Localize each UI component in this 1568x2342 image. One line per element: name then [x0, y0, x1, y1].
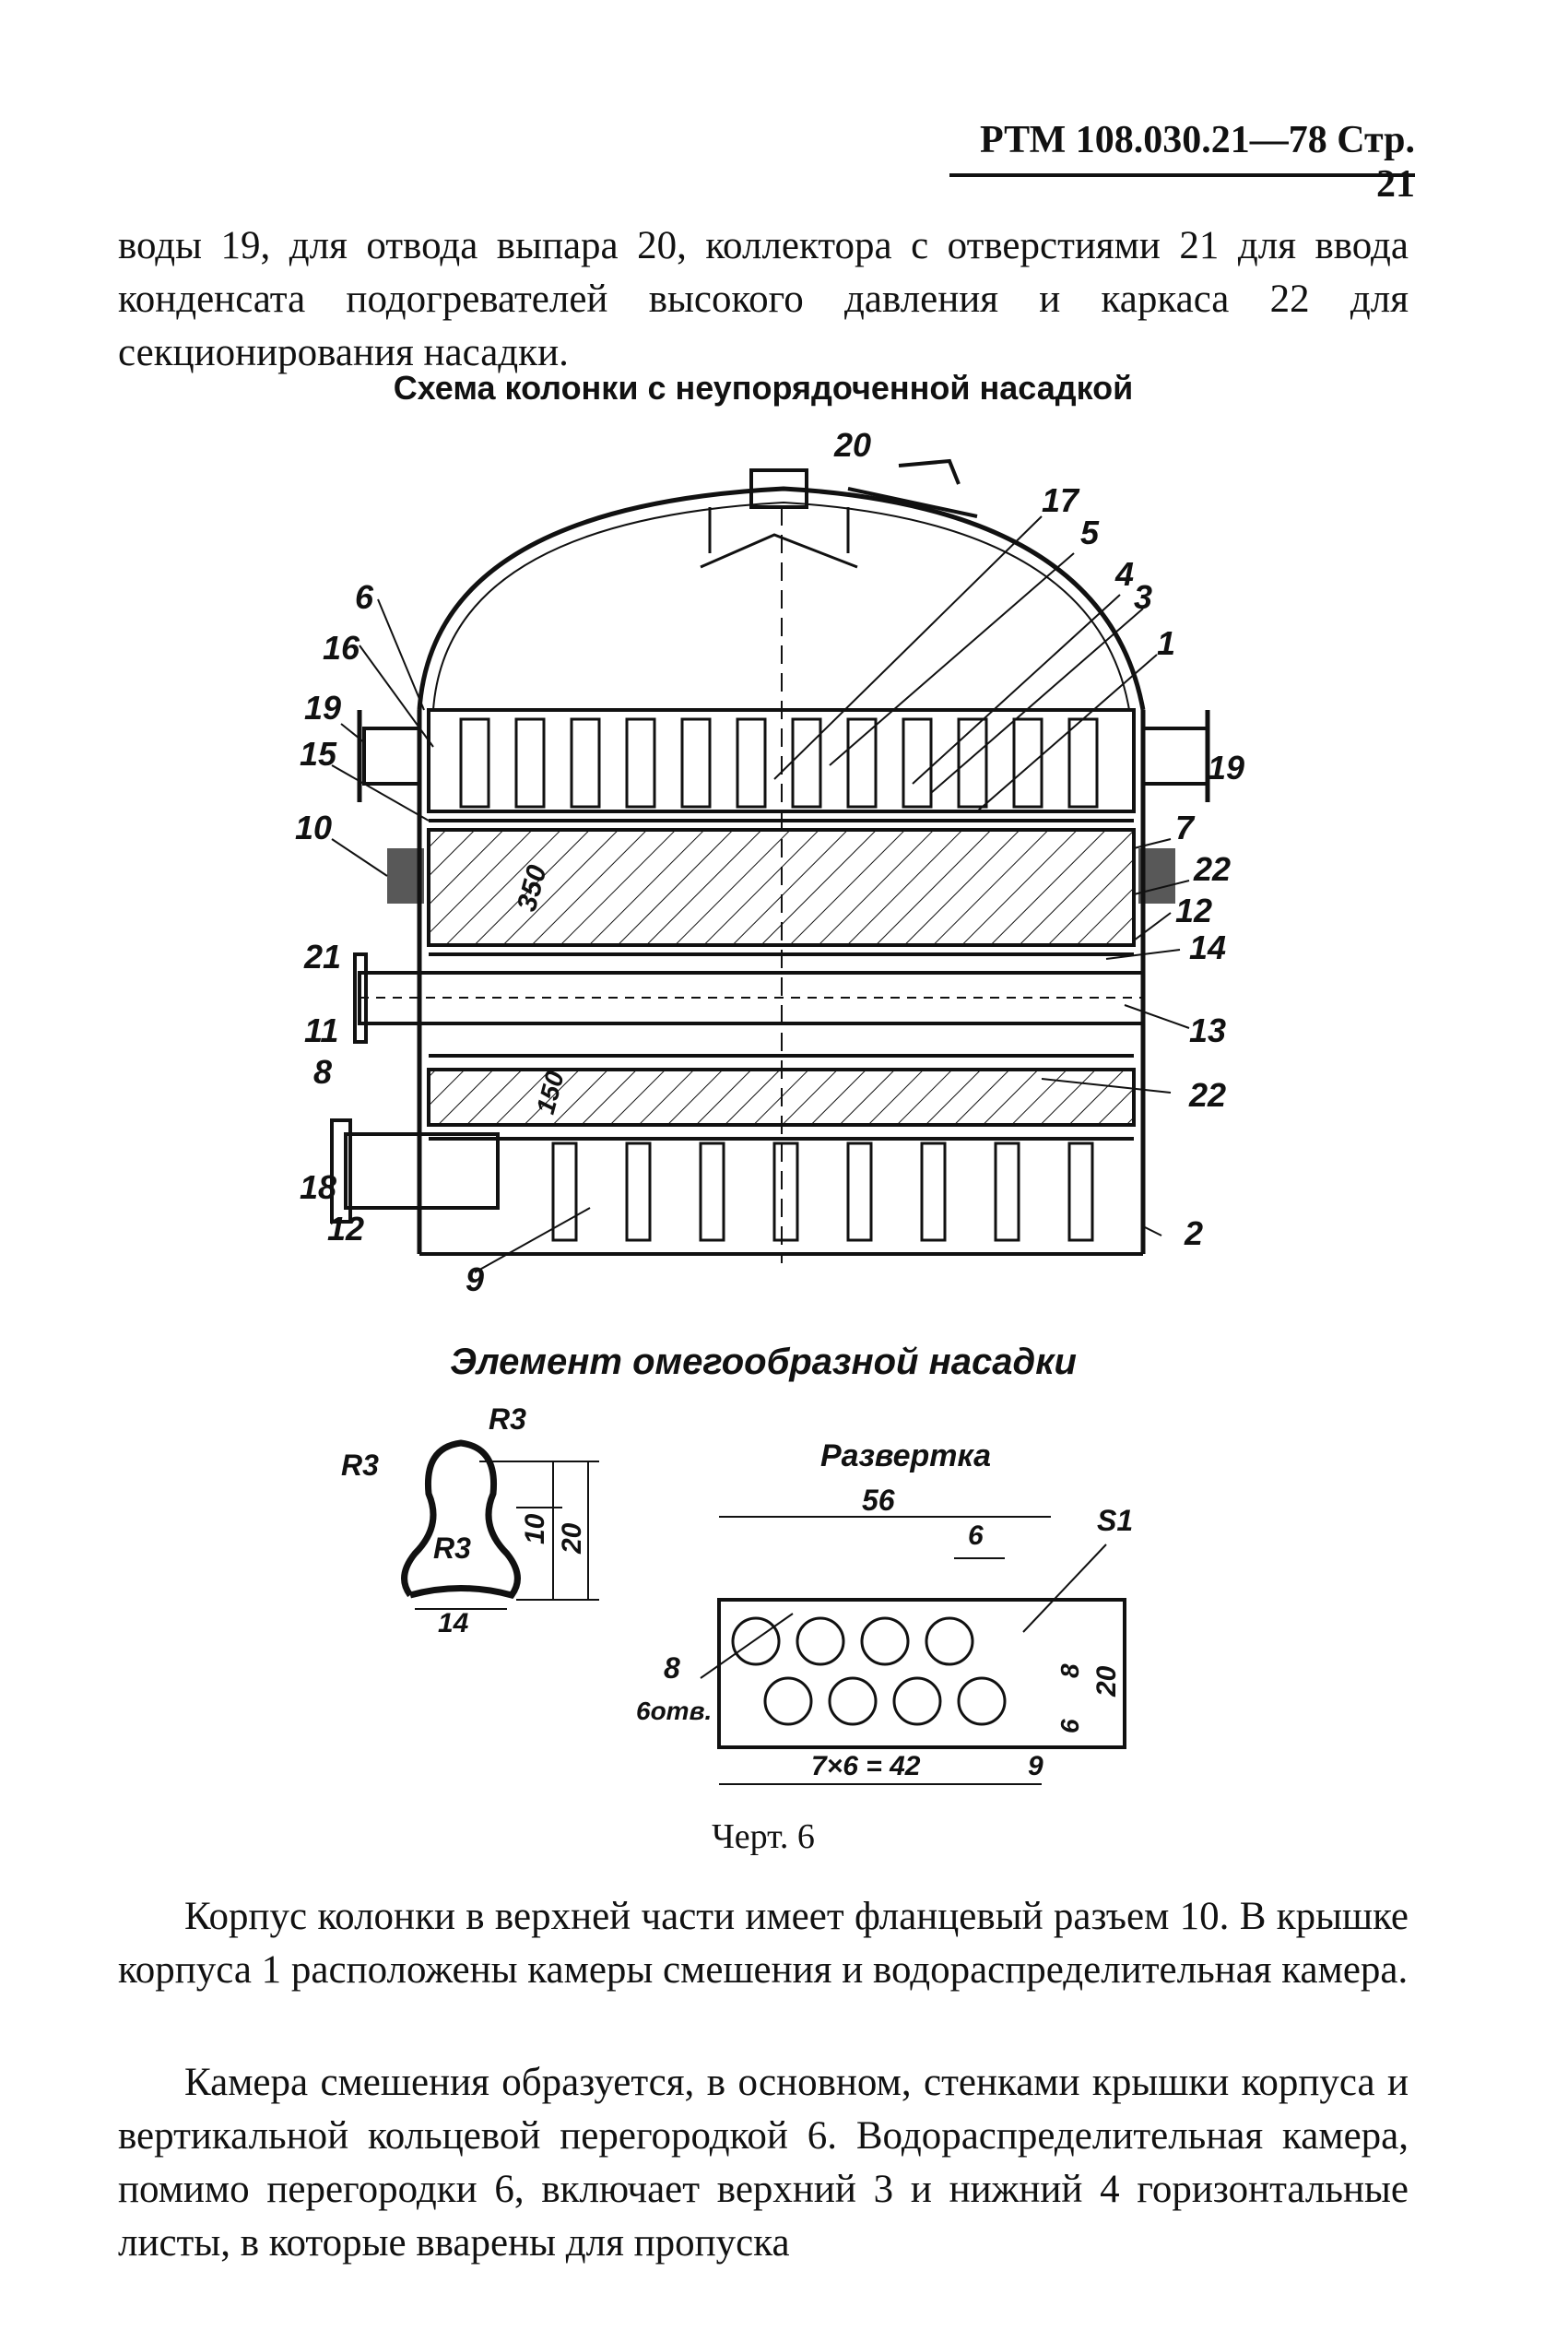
figure1-title: Схема колонки с неупорядоченной насадкой [393, 369, 1134, 407]
dim-8-right: 8 [1055, 1663, 1084, 1678]
callout-14: 14 [1189, 929, 1226, 966]
label-6-holes: 6отв. [636, 1697, 712, 1725]
bottom-chamber-partitions [551, 1141, 1094, 1242]
callout-16: 16 [323, 629, 360, 667]
figure-caption: Черт. 6 [712, 1817, 815, 1856]
callout-1: 1 [1157, 624, 1175, 662]
dim-9: 9 [1028, 1751, 1043, 1781]
callout-19-left: 19 [304, 689, 341, 727]
callout-7: 7 [1175, 809, 1196, 846]
develop-title: Развертка [820, 1438, 991, 1473]
callout-15: 15 [300, 735, 337, 773]
callout-6: 6 [355, 578, 374, 616]
callout-12-right: 12 [1175, 892, 1212, 929]
column-scheme-diagram: 20 17 5 4 3 1 6 16 19 15 10 19 7 22 12 1… [295, 426, 1244, 1298]
callout-11: 11 [304, 1011, 338, 1049]
page-header: РТМ 108.030.21—78 Стр. 21 [949, 118, 1415, 206]
figure2-title: Элемент омегообразной насадки [450, 1342, 1077, 1382]
label-S1: S1 [1097, 1504, 1133, 1537]
dim-10: 10 [520, 1513, 550, 1544]
callout-12-bottom: 12 [327, 1210, 364, 1248]
callout-2: 2 [1184, 1214, 1203, 1252]
callout-10: 10 [295, 809, 332, 846]
omega-element-diagram: R3 R3 R3 10 20 14 Развертка 56 6 S1 8 6о… [341, 1402, 1133, 1785]
intro-paragraph: воды 19, для отвода выпара 20, коллектор… [118, 219, 1409, 380]
body-text-2: Камера смешения образуется, в основном, … [118, 2061, 1409, 2265]
label-R3-top: R3 [489, 1402, 526, 1436]
body-paragraph-1: Корпус колонки в верхней части имеет фла… [118, 1890, 1409, 1997]
callout-21: 21 [303, 938, 341, 976]
callout-20: 20 [833, 426, 871, 464]
distribution-tubes [459, 717, 1099, 809]
dim-20: 20 [557, 1522, 587, 1555]
label-R3-left: R3 [341, 1449, 379, 1482]
dim-14: 14 [438, 1608, 469, 1638]
callout-13: 13 [1189, 1011, 1226, 1049]
intro-text: воды 19, для отвода выпара 20, коллектор… [118, 224, 1409, 374]
callout-3: 3 [1134, 578, 1152, 616]
callout-8: 8 [313, 1053, 332, 1091]
dim-6-top: 6 [968, 1520, 984, 1551]
callout-9: 9 [466, 1260, 484, 1298]
body-paragraph-2: Камера смешения образуется, в основном, … [118, 2056, 1409, 2270]
callout-18: 18 [300, 1168, 336, 1206]
dim-6-right: 6 [1055, 1719, 1084, 1733]
body-text-1: Корпус колонки в верхней части имеет фла… [118, 1895, 1409, 1992]
callout-22-top: 22 [1193, 850, 1231, 888]
callout-5: 5 [1080, 514, 1100, 551]
holes [731, 1616, 1007, 1726]
callout-19-right: 19 [1208, 749, 1244, 787]
label-R3-inner: R3 [433, 1532, 471, 1565]
callout-4: 4 [1114, 555, 1134, 593]
dim-56: 56 [862, 1484, 895, 1517]
dim-7x6: 7×6 = 42 [811, 1751, 921, 1781]
dim-20-right: 20 [1091, 1665, 1122, 1697]
callout-17: 17 [1042, 481, 1080, 519]
callout-22-bottom: 22 [1188, 1076, 1226, 1114]
label-hole-8: 8 [664, 1651, 680, 1685]
